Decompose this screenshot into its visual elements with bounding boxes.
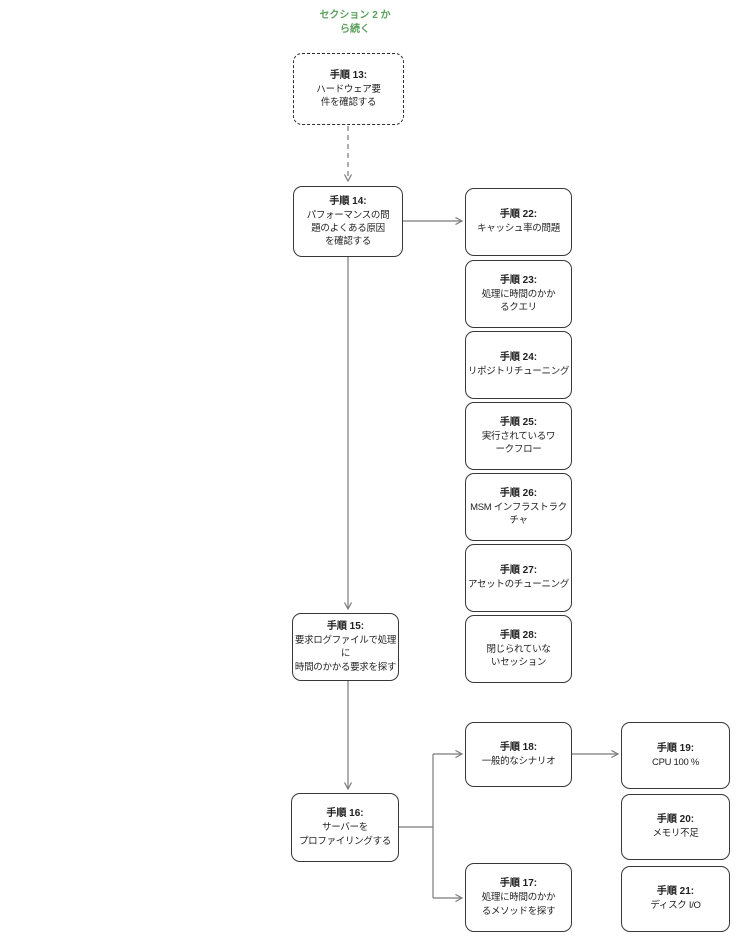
node-step-15-title: 手順 15:	[326, 621, 365, 633]
node-step-16-title: 手順 16:	[326, 808, 364, 820]
node-step-28-body: 閉じられていな いセッション	[486, 643, 551, 668]
node-step-22: 手順 22: キャッシュ率の問題	[465, 188, 572, 256]
node-step-13: 手順 13: ハードウェア要 件を確認する	[293, 53, 404, 125]
node-step-27-body: アセットのチューニング	[467, 579, 569, 591]
connector-step16-branch	[399, 754, 434, 898]
node-step-13-body: ハードウェア要 件を確認する	[316, 83, 381, 108]
node-step-24-title: 手順 24:	[499, 352, 538, 364]
node-step-25: 手順 25: 実行されているワ ークフロー	[465, 402, 572, 470]
node-step-21-body: ディスク I/O	[650, 900, 701, 912]
node-step-19: 手順 19: CPU 100 %	[621, 722, 730, 789]
node-step-14-title: 手順 14:	[329, 195, 367, 207]
node-step-20-body: メモリ不足	[652, 828, 699, 840]
node-step-18-title: 手順 18:	[499, 741, 538, 753]
node-step-23-title: 手順 23:	[499, 274, 538, 286]
node-step-27-title: 手順 27:	[499, 565, 538, 577]
node-step-26-title: 手順 26:	[499, 487, 538, 499]
node-step-15: 手順 15: 要求ログファイルで処理に 時間のかかる要求を探す	[292, 613, 399, 681]
node-step-18: 手順 18: 一般的なシナリオ	[465, 722, 572, 787]
node-step-16: 手順 16: サーバーを プロファイリングする	[291, 793, 399, 862]
node-step-21-title: 手順 21:	[656, 886, 695, 898]
node-step-27: 手順 27: アセットのチューニング	[465, 544, 572, 612]
node-step-17-body: 処理に時間のかか るメソッドを探す	[481, 892, 556, 917]
node-step-24-body: リポジトリチューニング	[467, 366, 570, 378]
node-step-25-title: 手順 25:	[499, 416, 538, 428]
node-step-26-body: MSM インフラストラクチャ	[470, 501, 567, 526]
continuation-label: セクション 2 か ら続く	[319, 10, 391, 35]
node-step-23: 手順 23: 処理に時間のかか るクエリ	[465, 260, 572, 328]
node-step-20-title: 手順 20:	[656, 814, 695, 826]
node-step-13-title: 手順 13:	[329, 69, 368, 81]
node-step-28: 手順 28: 閉じられていな いセッション	[465, 615, 572, 683]
node-step-17: 手順 17: 処理に時間のかか るメソッドを探す	[465, 863, 572, 932]
node-step-22-body: キャッシュ率の問題	[477, 223, 560, 235]
node-step-26: 手順 26: MSM インフラストラクチャ	[465, 473, 572, 541]
node-step-14: 手順 14: パフォーマンスの問 題のよくある原因 を確認する	[293, 186, 403, 257]
node-step-25-body: 実行されているワ ークフロー	[481, 430, 556, 455]
node-step-22-title: 手順 22:	[499, 209, 538, 221]
node-step-17-title: 手順 17:	[499, 878, 538, 890]
node-step-18-body: 一般的なシナリオ	[481, 755, 556, 767]
node-step-24: 手順 24: リポジトリチューニング	[465, 331, 572, 399]
node-step-28-title: 手順 28:	[499, 629, 538, 641]
node-step-16-body: サーバーを プロファイリングする	[298, 822, 391, 847]
node-step-15-body: 要求ログファイルで処理に 時間のかかる要求を探す	[294, 635, 397, 673]
node-step-23-body: 処理に時間のかか るクエリ	[481, 288, 556, 313]
node-step-21: 手順 21: ディスク I/O	[621, 866, 730, 932]
node-step-14-body: パフォーマンスの問 題のよくある原因 を確認する	[306, 209, 390, 248]
node-step-19-title: 手順 19:	[656, 742, 695, 754]
node-step-19-body: CPU 100 %	[652, 756, 699, 768]
node-step-20: 手順 20: メモリ不足	[621, 794, 730, 860]
